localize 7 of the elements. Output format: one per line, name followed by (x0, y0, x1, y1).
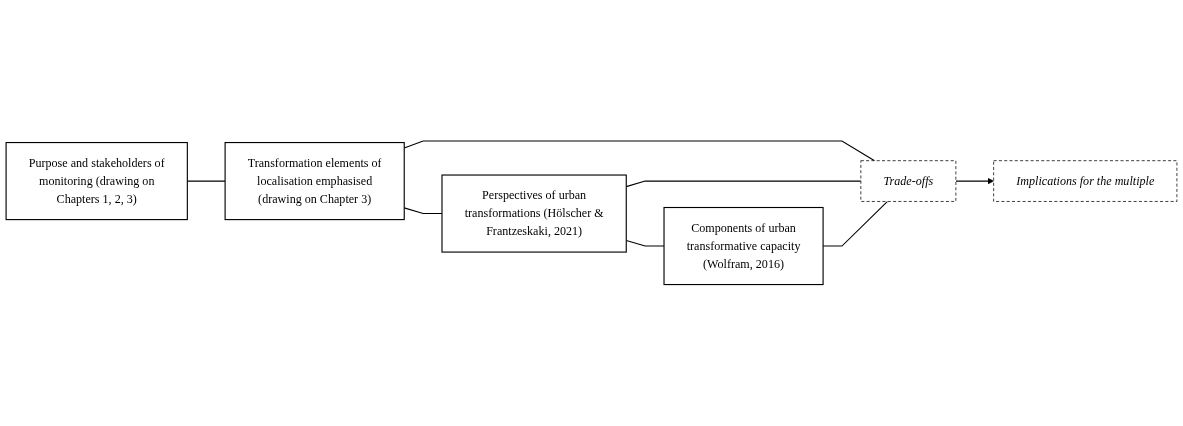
node-box: Perspectives of urban transformations (Hölscher & Frantzeskaki, 2021) (441, 174, 627, 253)
node-box: Purpose and stakeholders of monitoring (drawing on Chapters 1, 2, 3) (5, 142, 188, 221)
node-box: Transformation elements of localisation emphasised (drawing on Chapter 3) (224, 142, 405, 221)
node-box: Components of urban transformative capacity (Wolfram, 2016) (663, 207, 824, 286)
node-box: Implications for the multiple (993, 160, 1178, 203)
arrow (955, 177, 994, 185)
node-box: Trade-offs (860, 160, 957, 203)
